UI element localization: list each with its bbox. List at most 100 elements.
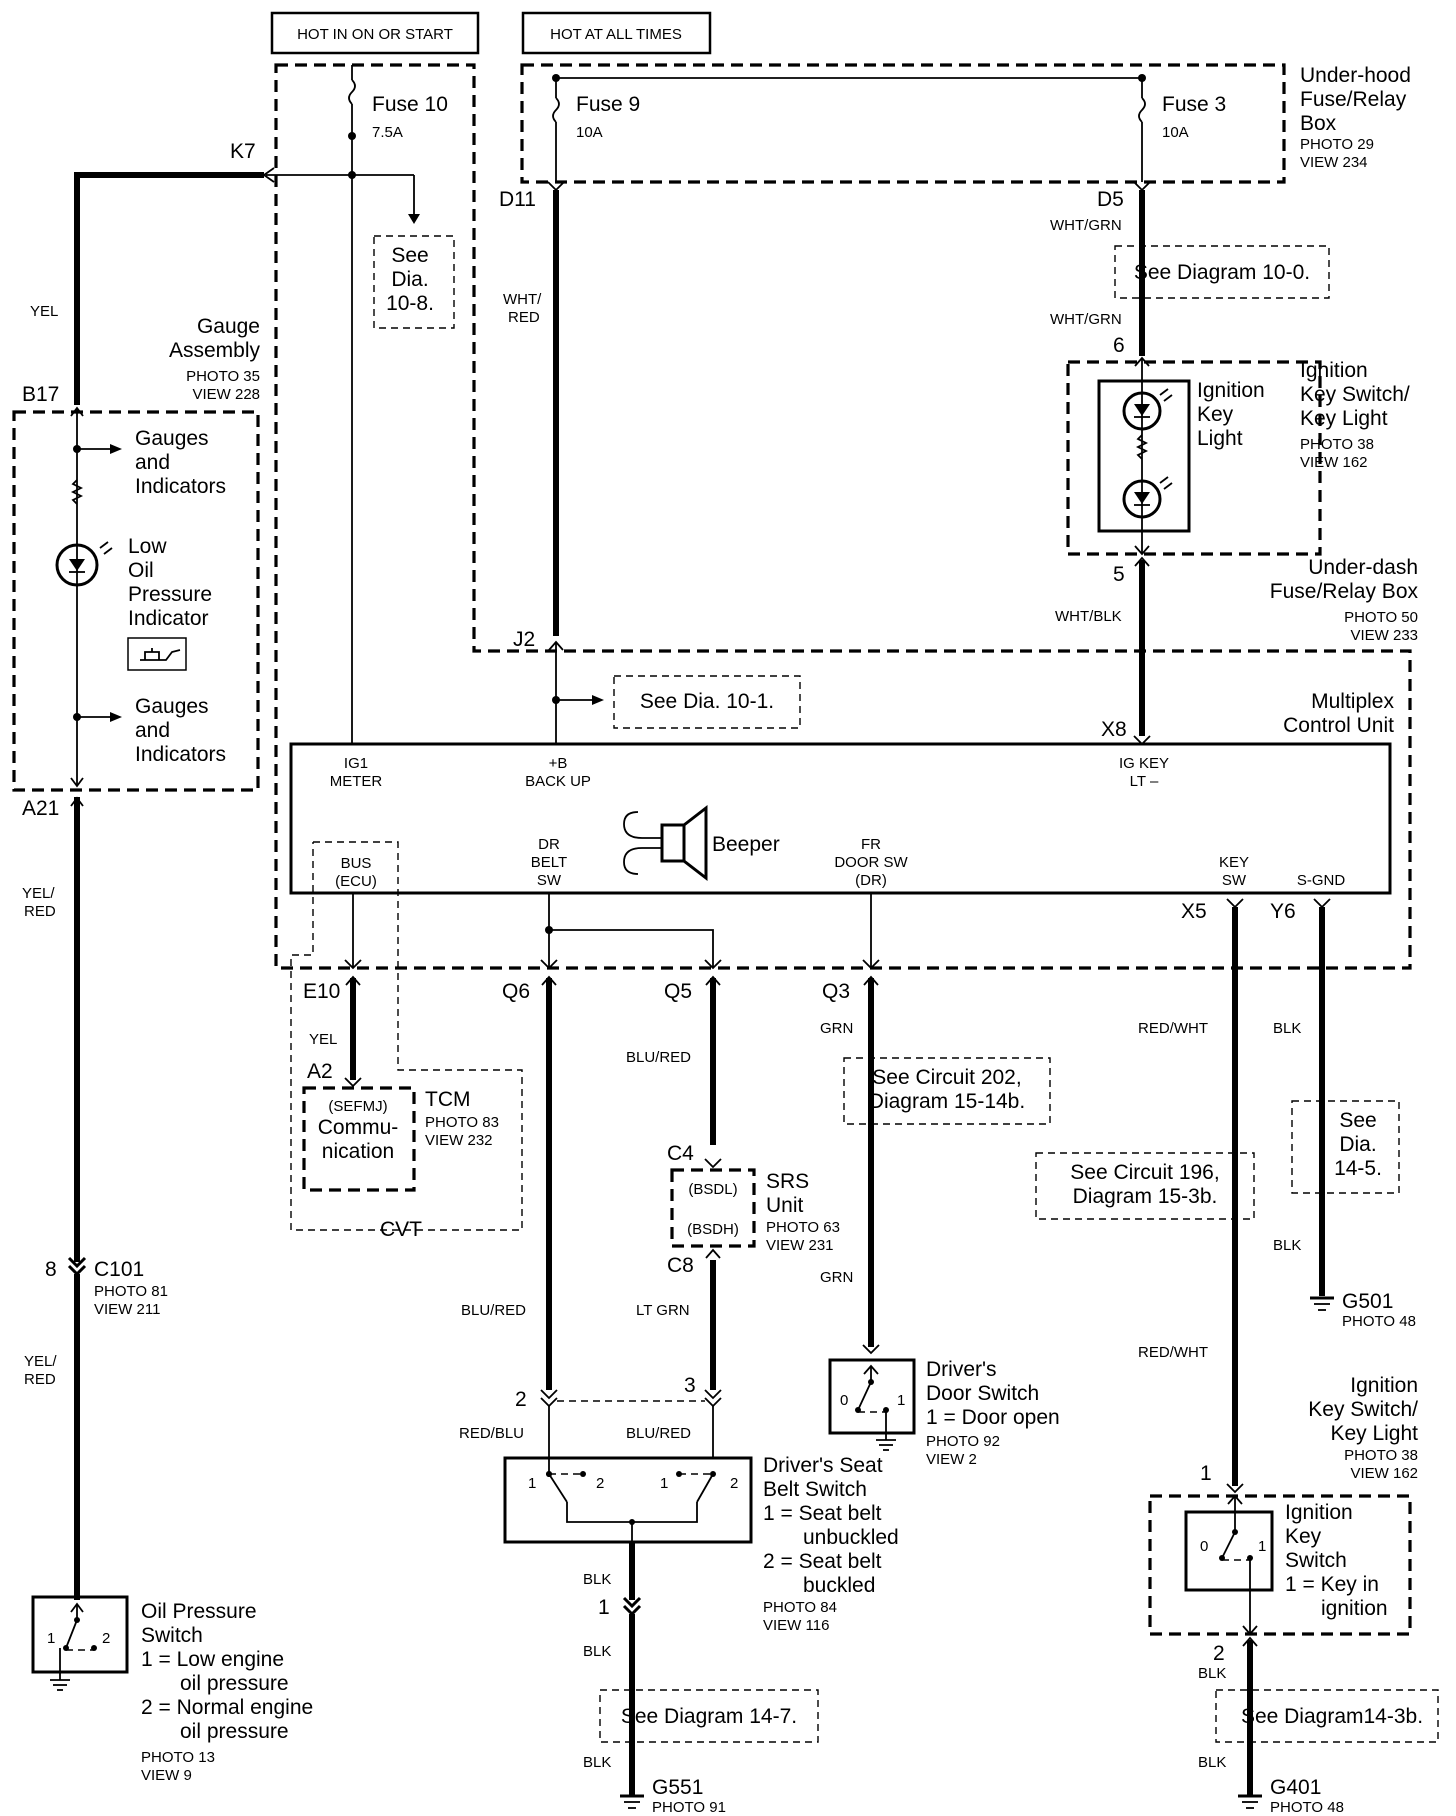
pin-y6: Y6 bbox=[1270, 900, 1296, 923]
low-oil-l3: Pressure bbox=[128, 583, 212, 606]
underdash-l2: Fuse/Relay Box bbox=[1270, 580, 1419, 603]
fuse3-icon bbox=[1138, 97, 1146, 123]
mcu-l2: Control Unit bbox=[1283, 714, 1394, 737]
fuse3-rating: 10A bbox=[1162, 124, 1189, 141]
mcu-backup: BACK UP bbox=[525, 773, 591, 790]
ref-dia-14-3b: See Diagram14-3b. bbox=[1241, 1705, 1423, 1728]
ref-dia-14-5-box bbox=[1291, 1100, 1400, 1194]
seatbelt-view: VIEW 116 bbox=[763, 1617, 829, 1634]
wire-redblu: RED/BLU bbox=[459, 1425, 524, 1442]
ignition-switch-box bbox=[1184, 1510, 1274, 1592]
pin-j2: J2 bbox=[513, 628, 535, 651]
gauges-indicators-1a: Gauges bbox=[135, 427, 209, 450]
ignition-light-view: VIEW 162 bbox=[1300, 454, 1368, 471]
fuse10-icon bbox=[348, 79, 356, 105]
g551-photo: PHOTO 91 bbox=[652, 1799, 726, 1816]
wire-grn-2: GRN bbox=[820, 1269, 853, 1286]
ignition-switch-l1: Ignition bbox=[1350, 1374, 1418, 1397]
gauge-photo: PHOTO 35 bbox=[186, 368, 260, 385]
ignition-key-light-box bbox=[1097, 379, 1191, 533]
pin-d5: D5 bbox=[1097, 188, 1124, 211]
underdash-photo: PHOTO 50 bbox=[1344, 609, 1418, 626]
ref-circuit-202-l2: Diagram 15-14b. bbox=[869, 1090, 1025, 1113]
low-oil-l1: Low bbox=[128, 535, 167, 558]
wire-blured-1: BLU/RED bbox=[626, 1049, 691, 1066]
key-light-bulb-2-icon bbox=[1122, 479, 1162, 519]
ignition-light-inner-2: Key bbox=[1197, 403, 1234, 426]
pin-b17: B17 bbox=[22, 383, 59, 406]
srs-unit-box bbox=[670, 1168, 756, 1248]
gauge-assembly-outline bbox=[12, 410, 260, 792]
seatbelt-a-pos1: 1 bbox=[528, 1475, 536, 1492]
ref-dia-10-1: See Dia. 10-1. bbox=[640, 690, 774, 713]
seatbelt-l4: unbuckled bbox=[803, 1526, 899, 1549]
ignition-switch-inner-3: Switch bbox=[1285, 1549, 1347, 1572]
srs-bsdh: (BSDH) bbox=[687, 1221, 739, 1238]
ignition-switch-photo: PHOTO 38 bbox=[1344, 1447, 1418, 1464]
mcu-sw: SW bbox=[537, 872, 562, 889]
ref-dia-10-0-box bbox=[1114, 245, 1330, 299]
ref-circuit-196-l2: Diagram 15-3b. bbox=[1073, 1185, 1218, 1208]
door-switch-pos1: 1 bbox=[897, 1392, 905, 1409]
tcm-comm-2: nication bbox=[322, 1140, 394, 1163]
seatbelt-l3: 1 = Seat belt bbox=[763, 1502, 882, 1525]
g501-photo: PHOTO 48 bbox=[1342, 1313, 1416, 1330]
underhood-photo: PHOTO 29 bbox=[1300, 136, 1374, 153]
ground-icon-g401 bbox=[1238, 1794, 1262, 1809]
ref-circuit-196-l1: See Circuit 196, bbox=[1070, 1161, 1219, 1184]
low-oil-l2: Oil bbox=[128, 559, 154, 582]
mcu-ecu: (ECU) bbox=[335, 873, 377, 890]
connector-c101: C101 bbox=[94, 1258, 144, 1281]
wire-yel-2: YEL bbox=[309, 1031, 337, 1048]
ground-g501: G501 bbox=[1342, 1290, 1393, 1313]
oil-switch-pos2: 2 bbox=[102, 1630, 110, 1647]
pin-2-seatbelt: 2 bbox=[515, 1388, 527, 1411]
underhood-l3: Box bbox=[1300, 112, 1337, 135]
ignition-switch-inner-5: ignition bbox=[1321, 1597, 1388, 1620]
fuse9-label: Fuse 9 bbox=[576, 93, 640, 116]
door-switch-view: VIEW 2 bbox=[926, 1451, 977, 1468]
pin-2-ignition: 2 bbox=[1213, 1642, 1225, 1665]
tcm-photo: PHOTO 83 bbox=[425, 1114, 499, 1131]
seatbelt-l2: Belt Switch bbox=[763, 1478, 867, 1501]
ref-dia-10-8-l1: See bbox=[391, 244, 428, 267]
pin-x8: X8 bbox=[1101, 718, 1127, 741]
oil-switch-view: VIEW 9 bbox=[141, 1767, 192, 1784]
pin-x5: X5 bbox=[1181, 900, 1207, 923]
seatbelt-l5: 2 = Seat belt bbox=[763, 1550, 882, 1573]
ref-dia-10-8-box bbox=[373, 235, 455, 329]
wire-redwht-2: RED/WHT bbox=[1138, 1344, 1208, 1361]
mcu-l1: Multiplex bbox=[1311, 690, 1394, 713]
ignition-switch-l3: Key Light bbox=[1330, 1422, 1418, 1445]
wire-ltgrn: LT GRN bbox=[636, 1302, 690, 1319]
mcu-ig1: IG1 bbox=[344, 755, 368, 772]
door-switch-photo: PHOTO 92 bbox=[926, 1433, 1000, 1450]
tcm-box bbox=[302, 1086, 416, 1192]
pin-c8: C8 bbox=[667, 1254, 694, 1277]
c101-view: VIEW 211 bbox=[94, 1301, 160, 1318]
fuse3-label: Fuse 3 bbox=[1162, 93, 1226, 116]
oil-switch-photo: PHOTO 13 bbox=[141, 1749, 215, 1766]
mcu-key: KEY bbox=[1219, 854, 1249, 871]
ref-dia-14-3b-box bbox=[1215, 1689, 1439, 1743]
ref-dia-10-8-l2: Dia. bbox=[391, 268, 428, 291]
ref-dia-10-1-box bbox=[613, 675, 801, 729]
gauges-indicators-1c: Indicators bbox=[135, 475, 226, 498]
seatbelt-a-pos2: 2 bbox=[596, 1475, 604, 1492]
oil-pressure-switch-box bbox=[31, 1595, 129, 1674]
door-switch-l1: Driver's bbox=[926, 1358, 997, 1381]
wire-blk-3: BLK bbox=[583, 1754, 611, 1771]
mcu-dr-paren: (DR) bbox=[855, 872, 887, 889]
ref-dia-10-0: See Diagram 10-0. bbox=[1134, 261, 1310, 284]
wire-blk-5: BLK bbox=[1198, 1754, 1226, 1771]
wire-whtgrn-2: WHT/GRN bbox=[1050, 311, 1122, 328]
header-hot-in-on-text: HOT IN ON OR START bbox=[297, 26, 453, 43]
ref-dia-14-7-box bbox=[599, 1689, 819, 1743]
wire-blk-7: BLK bbox=[1273, 1237, 1301, 1254]
ignition-light-l1: Ignition bbox=[1300, 359, 1368, 382]
seat-belt-switch-box bbox=[503, 1456, 753, 1544]
wire-whtblk: WHT/BLK bbox=[1055, 608, 1122, 625]
tcm-sefmj: (SEFMJ) bbox=[328, 1098, 387, 1115]
seatbelt-l6: buckled bbox=[803, 1574, 875, 1597]
